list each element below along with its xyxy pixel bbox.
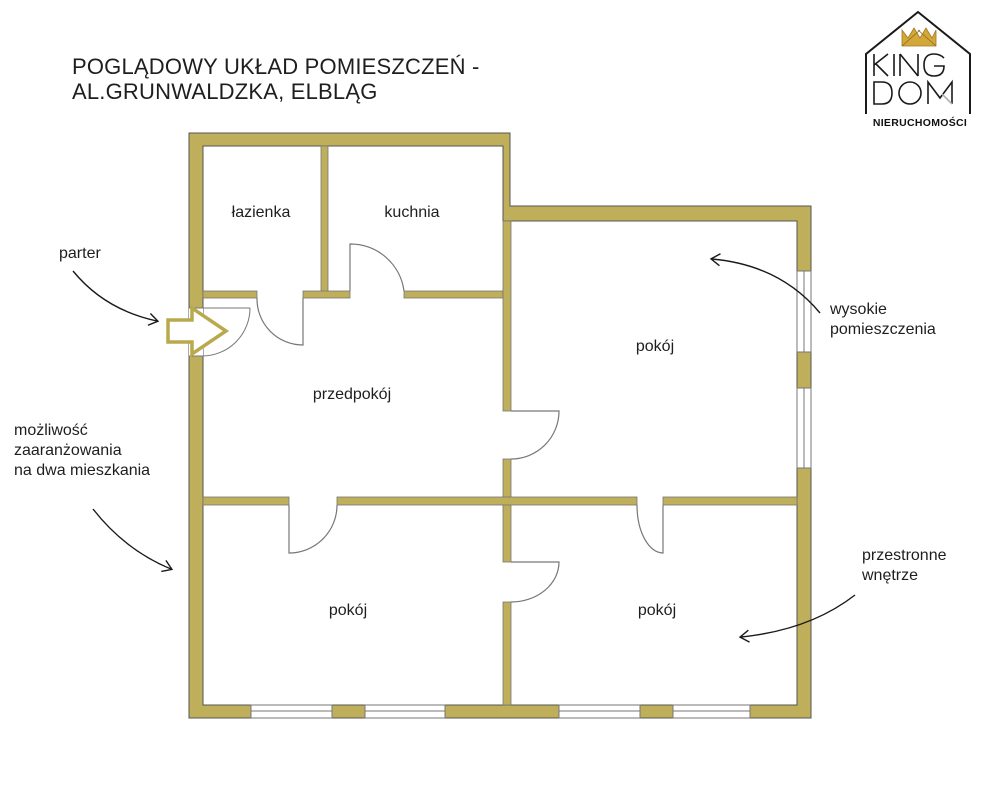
door-kuchnia [349,243,405,292]
annotation-split-line1: możliwość [14,422,88,439]
annotation-spacious: przestronne wnętrze [862,546,947,586]
king-text-icon [873,53,945,77]
annotation-high-ceilings: wysokie pomieszczenia [830,300,936,340]
parter-arrow-icon [72,270,160,326]
room-label-pokoj-large: pokój [635,338,675,355]
crown-icon [901,27,937,47]
windows-right [796,270,812,469]
logo-subtitle: NIERUCHOMOŚCI [872,117,968,129]
interior-walls [202,145,798,706]
annotation-split-line2: zaaranżowania [14,442,122,459]
annotation-spacious-line2: wnętrze [862,567,919,584]
split-arrow-icon [92,508,174,573]
house-outline-icon [865,10,971,114]
annotation-high-line1: wysokie [830,301,887,318]
door-pokoj-large [510,410,560,460]
door-swings [256,243,664,603]
plan-title-line2: AL.GRUNWALDZKA, ELBLĄG [72,79,378,104]
spacious-arrow-icon [738,594,856,643]
annotation-split-line3: na dwa mieszkania [14,462,151,479]
door-pokoj-bottom-right-side [510,561,560,603]
annotation-parter: parter [59,245,101,262]
room-label-pokoj-bottom-right: pokój [637,602,677,619]
outer-wall [188,132,812,719]
room-label-kuchnia: kuchnia [384,204,440,221]
room-label-pokoj-bottom-left: pokój [328,602,368,619]
annotation-high-line2: pomieszczenia [830,321,936,338]
high-ceiling-arrow-icon [709,253,821,314]
room-label-przedpokoj: przedpokój [312,386,392,403]
plan-title: POGLĄDOWY UKŁAD POMIESZCZEŃ - AL.GRUNWAL… [72,54,480,104]
kingdom-logo [865,10,971,114]
room-label-lazienka: łazienka [231,204,291,221]
door-pokoj-bottom-left [288,504,338,554]
door-lazienka [256,297,304,346]
dom-text-icon [873,79,953,105]
annotation-split: możliwość zaaranżowania na dwa mieszkani… [14,421,150,481]
entry-arrow-icon [166,304,230,358]
door-pokoj-bottom-right [636,504,664,554]
windows-bottom [250,704,751,719]
walls [188,132,812,719]
plan-title-line1: POGLĄDOWY UKŁAD POMIESZCZEŃ - [72,54,480,79]
annotation-spacious-line1: przestronne [862,547,947,564]
annotation-arrows [72,253,856,643]
